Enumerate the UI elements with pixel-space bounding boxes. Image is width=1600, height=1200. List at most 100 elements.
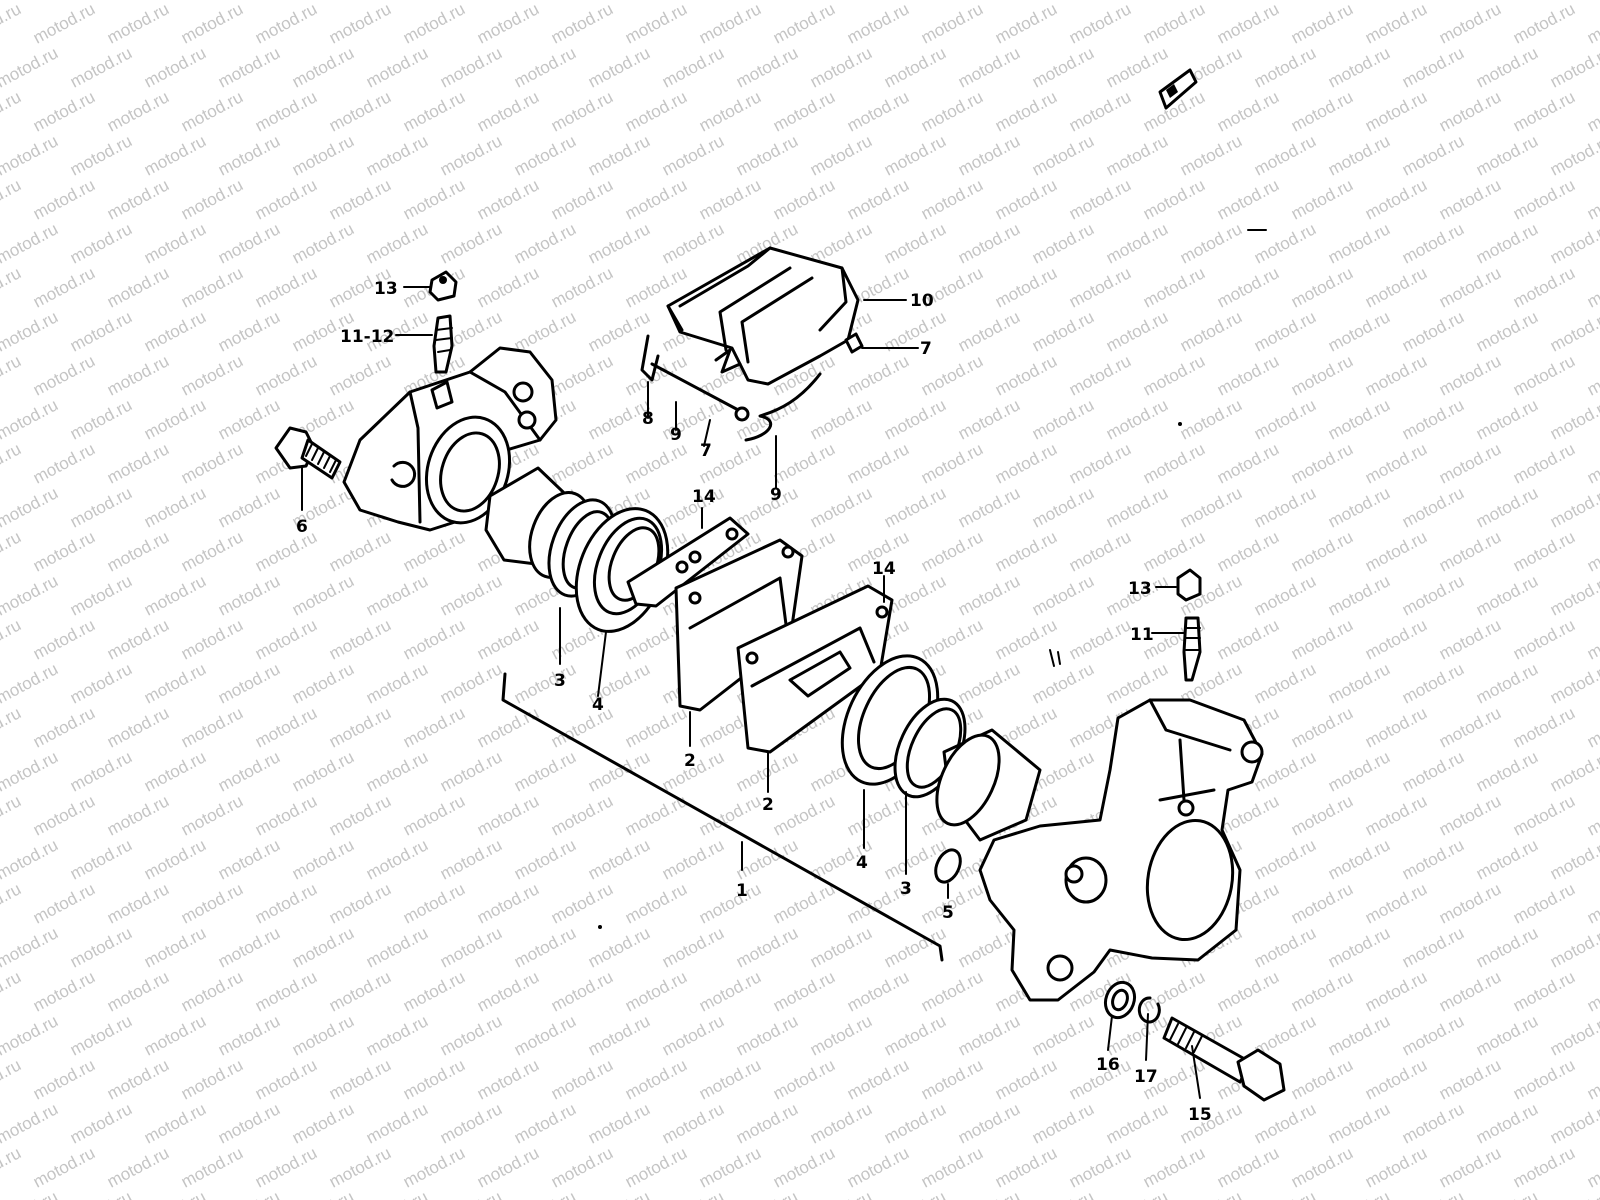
watermark-text: motod.ru <box>1584 527 1600 575</box>
watermark-text: motod.ru <box>326 703 394 751</box>
watermark-text: motod.ru <box>844 1143 912 1191</box>
watermark-text: motod.ru <box>548 967 616 1015</box>
watermark-text: motod.ru <box>474 615 542 663</box>
watermark-text: motod.ru <box>1399 747 1467 795</box>
watermark-text: motod.ru <box>400 87 468 135</box>
watermark-text: motod.ru <box>1103 1011 1171 1059</box>
watermark-text: motod.ru <box>622 87 690 135</box>
watermark-text: motod.ru <box>0 703 24 751</box>
watermark-text: motod.ru <box>511 1011 579 1059</box>
watermark-text: motod.ru <box>67 43 135 91</box>
watermark-text: motod.ru <box>104 263 172 311</box>
left-caliper-body <box>342 346 558 532</box>
watermark-text: motod.ru <box>1399 1187 1467 1200</box>
watermark-text: motod.ru <box>252 791 320 839</box>
callout-10: 10 <box>910 291 934 311</box>
watermark-text: motod.ru <box>918 527 986 575</box>
watermark-text: motod.ru <box>326 1143 394 1191</box>
watermark-text: motod.ru <box>67 219 135 267</box>
watermark-text: motod.ru <box>1399 395 1467 443</box>
watermark-text: motod.ru <box>770 1055 838 1103</box>
watermark-text: motod.ru <box>659 1187 727 1200</box>
watermark-text: motod.ru <box>1436 1055 1504 1103</box>
watermark-text: motod.ru <box>1399 219 1467 267</box>
watermark-text: motod.ru <box>770 87 838 135</box>
watermark-text: motod.ru <box>1177 0 1245 4</box>
callout-14-left: 14 <box>692 487 716 507</box>
watermark-text: motod.ru <box>252 263 320 311</box>
watermark-text: motod.ru <box>437 659 505 707</box>
watermark-text: motod.ru <box>548 879 616 927</box>
watermark-text: motod.ru <box>1436 703 1504 751</box>
watermark-text: motod.ru <box>326 615 394 663</box>
watermark-text: motod.ru <box>1473 483 1541 531</box>
watermark-text: motod.ru <box>1399 1011 1467 1059</box>
callout-9-right: 9 <box>770 485 782 505</box>
watermark-text: motod.ru <box>1547 0 1600 4</box>
watermark-text: motod.ru <box>1362 967 1430 1015</box>
watermark-text: motod.ru <box>1288 527 1356 575</box>
watermark-text: motod.ru <box>104 175 172 223</box>
watermark-text: motod.ru <box>400 0 468 48</box>
watermark-text: motod.ru <box>1473 923 1541 971</box>
watermark-text: motod.ru <box>215 219 283 267</box>
watermark-text: motod.ru <box>1362 1055 1430 1103</box>
watermark-text: motod.ru <box>585 131 653 179</box>
watermark-text: motod.ru <box>992 1055 1060 1103</box>
watermark-text: motod.ru <box>1325 571 1393 619</box>
watermark-text: motod.ru <box>67 0 135 4</box>
watermark-text: motod.ru <box>622 1055 690 1103</box>
watermark-text: motod.ru <box>1325 1187 1393 1200</box>
watermark-text: motod.ru <box>289 835 357 883</box>
watermark-text: motod.ru <box>955 1187 1023 1200</box>
watermark-text: motod.ru <box>992 527 1060 575</box>
watermark-text: motod.ru <box>67 307 135 355</box>
right-caliper-body <box>978 698 1264 1002</box>
watermark-text: motod.ru <box>1140 439 1208 487</box>
watermark-text: motod.ru <box>1584 351 1600 399</box>
watermark-text: motod.ru <box>1251 219 1319 267</box>
watermark-text: motod.ru <box>252 967 320 1015</box>
watermark-text: motod.ru <box>289 571 357 619</box>
watermark-text: motod.ru <box>400 527 468 575</box>
watermark-text: motod.ru <box>141 131 209 179</box>
watermark-text: motod.ru <box>992 175 1060 223</box>
watermark-text: motod.ru <box>1251 571 1319 619</box>
watermark-text: motod.ru <box>881 0 949 4</box>
watermark-text: motod.ru <box>1510 1055 1578 1103</box>
watermark-text: motod.ru <box>1251 0 1319 4</box>
watermark-text: motod.ru <box>0 439 24 487</box>
watermark-text: motod.ru <box>548 175 616 223</box>
callout-13-right: 13 <box>1128 579 1152 599</box>
watermark-text: motod.ru <box>585 1011 653 1059</box>
watermark-text: motod.ru <box>1436 0 1504 48</box>
watermark-text: motod.ru <box>1362 0 1430 48</box>
watermark-text: motod.ru <box>141 571 209 619</box>
watermark-text: motod.ru <box>0 1055 24 1103</box>
watermark-text: motod.ru <box>437 1011 505 1059</box>
watermark-text: motod.ru <box>955 43 1023 91</box>
watermark-text: motod.ru <box>511 219 579 267</box>
watermark-text: motod.ru <box>141 395 209 443</box>
watermark-text: motod.ru <box>252 351 320 399</box>
watermark-text: motod.ru <box>67 835 135 883</box>
watermark-text: motod.ru <box>807 483 875 531</box>
watermark-text: motod.ru <box>1362 263 1430 311</box>
watermark-text: motod.ru <box>881 395 949 443</box>
watermark-text: motod.ru <box>1325 923 1393 971</box>
watermark-text: motod.ru <box>437 571 505 619</box>
watermark-text: motod.ru <box>881 219 949 267</box>
watermark-text: motod.ru <box>30 527 98 575</box>
watermark-text: motod.ru <box>955 219 1023 267</box>
watermark-text: motod.ru <box>437 219 505 267</box>
watermark-text: motod.ru <box>400 175 468 223</box>
callout-6: 6 <box>296 517 308 537</box>
watermark-text: motod.ru <box>289 0 357 4</box>
watermark-text: motod.ru <box>0 483 61 531</box>
watermark-text: motod.ru <box>1584 87 1600 135</box>
watermark-text: motod.ru <box>1436 1143 1504 1191</box>
watermark-text: motod.ru <box>215 571 283 619</box>
watermark-text: motod.ru <box>548 1055 616 1103</box>
watermark-text: motod.ru <box>955 1099 1023 1147</box>
watermark-text: motod.ru <box>1584 175 1600 223</box>
